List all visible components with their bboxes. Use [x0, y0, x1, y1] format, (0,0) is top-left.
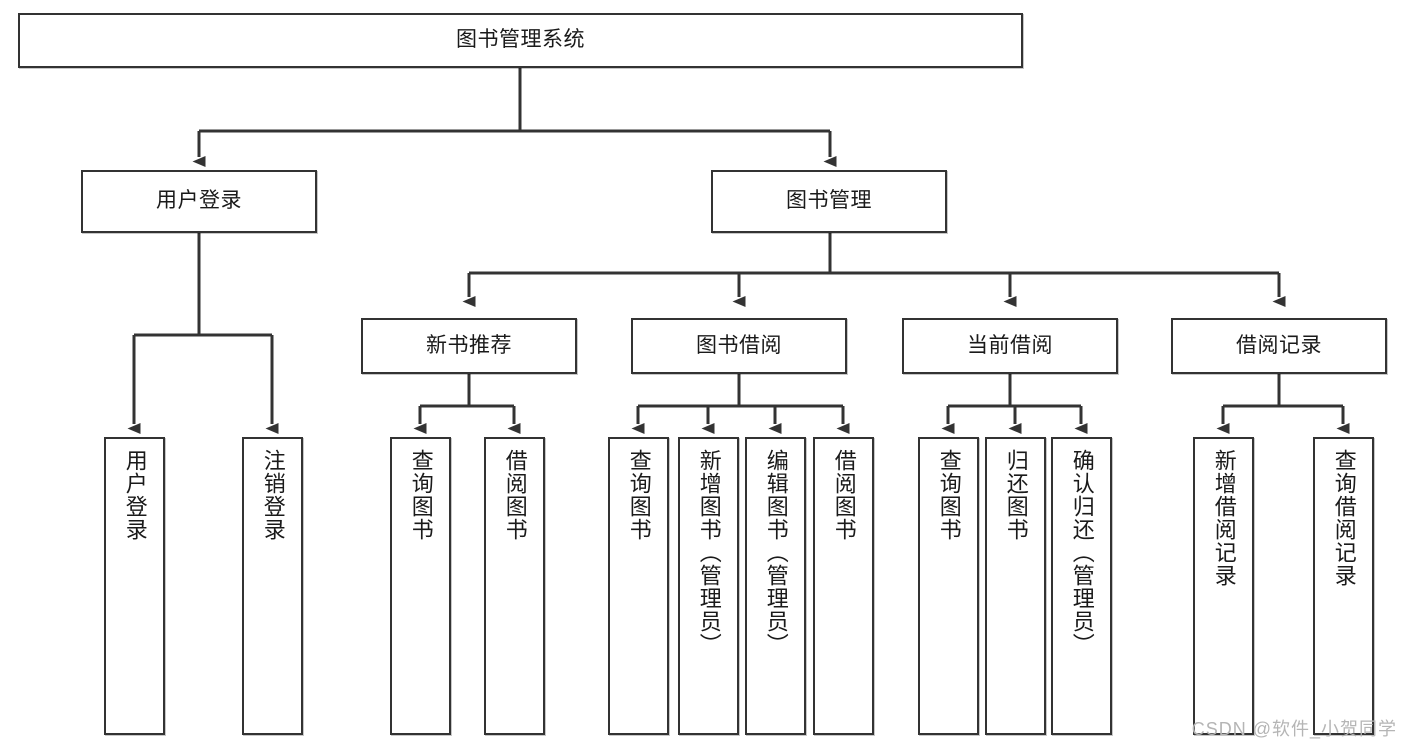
- node-label: 借阅图书: [831, 449, 857, 541]
- node-current-borrow[interactable]: 当前借阅: [902, 318, 1118, 374]
- leaf-borrow-borrow-book[interactable]: 借阅图书: [813, 437, 874, 735]
- node-book-management[interactable]: 图书管理: [711, 170, 947, 233]
- node-label: 确认归还（管理员）: [1069, 449, 1095, 656]
- leaf-current-query-book[interactable]: 查询图书: [918, 437, 979, 735]
- node-new-book-recommend[interactable]: 新书推荐: [361, 318, 577, 374]
- leaf-borrow-add-book-admin[interactable]: 新增图书（管理员）: [678, 437, 739, 735]
- node-label: 图书借阅: [696, 333, 782, 357]
- node-label: 当前借阅: [967, 333, 1053, 357]
- node-borrow-record[interactable]: 借阅记录: [1171, 318, 1387, 374]
- node-book-borrow[interactable]: 图书借阅: [631, 318, 847, 374]
- watermark: CSDN @软件_小贺同学: [1191, 719, 1397, 739]
- node-label: 图书管理系统: [456, 28, 585, 52]
- leaf-recommend-query-book[interactable]: 查询图书: [390, 437, 451, 735]
- leaf-current-return-book[interactable]: 归还图书: [985, 437, 1046, 735]
- node-label: 查询图书: [626, 449, 652, 541]
- node-label: 归还图书: [1003, 449, 1029, 541]
- leaf-borrow-edit-book-admin[interactable]: 编辑图书（管理员）: [745, 437, 806, 735]
- leaf-recommend-borrow-book[interactable]: 借阅图书: [484, 437, 545, 735]
- node-root-book-management-system[interactable]: 图书管理系统: [18, 13, 1023, 68]
- node-label: 注销登录: [260, 449, 286, 541]
- leaf-current-confirm-return-admin[interactable]: 确认归还（管理员）: [1051, 437, 1112, 735]
- node-label: 新增借阅记录: [1211, 449, 1237, 587]
- node-label: 新书推荐: [426, 333, 512, 357]
- node-label: 新增图书（管理员）: [696, 449, 722, 656]
- leaf-record-query-record[interactable]: 查询借阅记录: [1313, 437, 1374, 735]
- node-label: 用户登录: [122, 449, 148, 541]
- node-label: 编辑图书（管理员）: [763, 449, 789, 656]
- node-label: 用户登录: [156, 189, 242, 213]
- node-label: 借阅图书: [502, 449, 528, 541]
- node-label: 查询图书: [936, 449, 962, 541]
- node-user-login[interactable]: 用户登录: [81, 170, 317, 233]
- leaf-user-login-logout[interactable]: 注销登录: [242, 437, 303, 735]
- leaf-user-login-login[interactable]: 用户登录: [104, 437, 165, 735]
- leaf-borrow-query-book[interactable]: 查询图书: [608, 437, 669, 735]
- node-label: 查询借阅记录: [1331, 449, 1357, 587]
- node-label: 借阅记录: [1236, 333, 1322, 357]
- node-label: 图书管理: [786, 189, 872, 213]
- node-label: 查询图书: [408, 449, 434, 541]
- leaf-record-add-record[interactable]: 新增借阅记录: [1193, 437, 1254, 735]
